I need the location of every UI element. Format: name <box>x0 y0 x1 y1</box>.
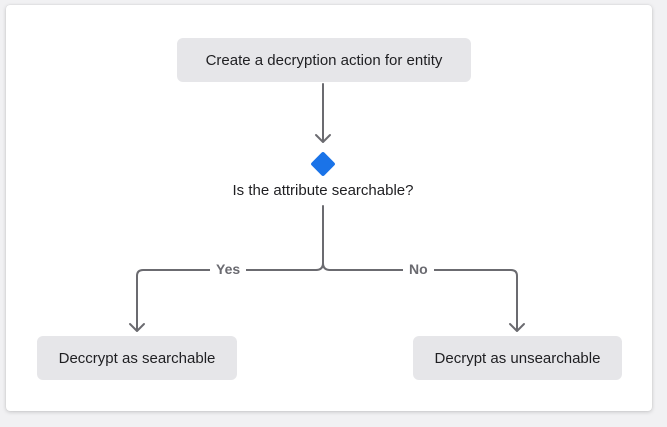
searchable-node: Deccrypt as searchable <box>37 336 237 380</box>
yes-branch-label: Yes <box>210 261 247 277</box>
no-branch-label: No <box>403 261 434 277</box>
unsearchable-node: Decrypt as unsearchable <box>413 336 622 380</box>
start-node: Create a decryption action for entity <box>177 38 471 82</box>
decision-question: Is the attribute searchable? <box>232 182 414 199</box>
